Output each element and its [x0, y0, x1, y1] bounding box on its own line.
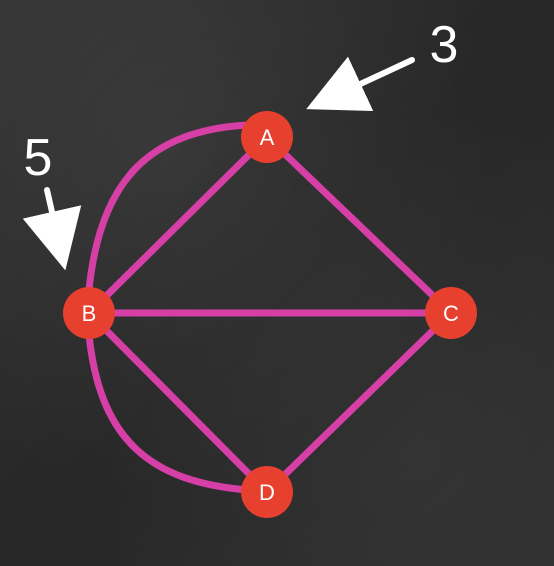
degree-a-number: 3 [430, 16, 459, 74]
node-d-label: D [259, 480, 275, 505]
node-c: C [425, 287, 477, 339]
node-c-circle [425, 287, 477, 339]
edge-a-b [85, 133, 271, 317]
degree-b-number: 5 [24, 129, 53, 187]
arrow-to-a-icon [306, 56, 415, 112]
node-d-circle [241, 466, 293, 518]
edge-b-d-curved [85, 331, 252, 494]
edge-a-b-curved [85, 121, 252, 294]
node-b-label: B [82, 301, 97, 326]
annotation-degree-a: 3 [306, 16, 459, 112]
node-a: A [241, 111, 293, 163]
arrow-to-b-icon [22, 187, 82, 271]
node-b-circle [63, 287, 115, 339]
edges [85, 121, 455, 496]
edge-a-c [263, 133, 455, 317]
node-c-label: C [443, 301, 459, 326]
node-b: B [63, 287, 115, 339]
edge-c-d [263, 309, 455, 496]
annotation-degree-b: 5 [22, 129, 82, 271]
edge-b-d [85, 309, 271, 496]
node-a-circle [241, 111, 293, 163]
node-d: D [241, 466, 293, 518]
node-a-label: A [260, 125, 275, 150]
